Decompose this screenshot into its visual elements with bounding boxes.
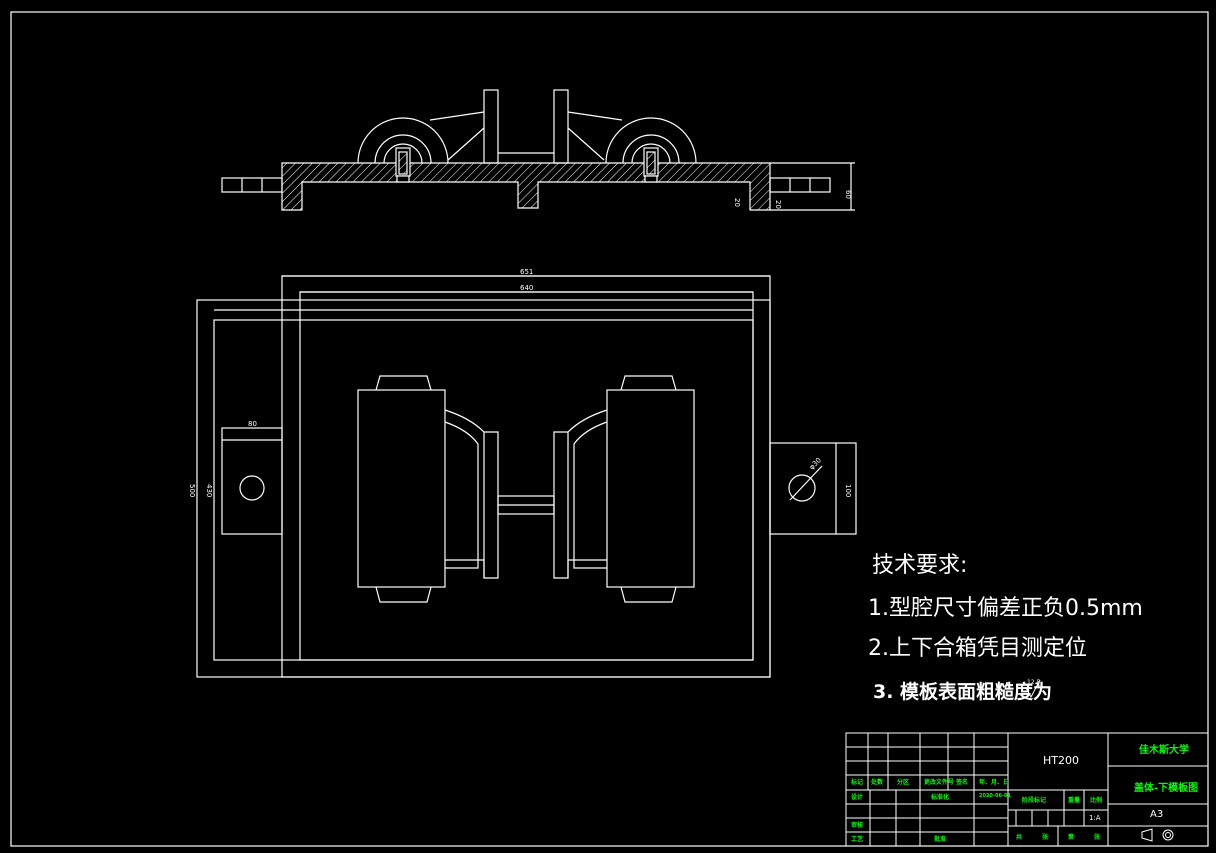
technical-requirement-3: 3. 模板表面粗糙度为	[873, 681, 1053, 703]
section-left-lug	[221, 177, 283, 193]
dim-section-step-a: 20	[733, 198, 741, 207]
dim-width-outer: 651	[520, 268, 533, 276]
section-sprue-left	[483, 89, 499, 164]
label-review: 审核	[851, 822, 864, 829]
label-process: 工艺	[851, 836, 864, 843]
dim-section-height: 60	[844, 190, 852, 199]
dim-height-inner: 430	[205, 484, 213, 497]
label-weight: 重量	[1068, 797, 1081, 804]
scale-value: 1:A	[1089, 814, 1101, 822]
label-standardize: 标准化	[931, 794, 950, 801]
dim-hole-dia: φ30	[808, 456, 823, 471]
plan-frame-plate	[281, 275, 771, 678]
label-count: 处数	[871, 779, 884, 786]
section-sprue-right	[553, 89, 569, 164]
technical-requirements-title: 技术要求:	[872, 553, 968, 578]
roughness-value: 12.5	[1027, 679, 1041, 686]
school-name: 佳木斯大学	[1139, 745, 1189, 756]
label-ratio: 比例	[1090, 797, 1103, 804]
dim-lug-height: 100	[844, 484, 852, 497]
technical-requirement-2: 2.上下合箱凭目测定位	[868, 636, 1087, 661]
drawing-name: 盖体-下模板图	[1134, 783, 1199, 794]
technical-requirement-1: 1.型腔尺寸偏差正负0.5mm	[868, 596, 1143, 621]
material-label: HT200	[1043, 754, 1079, 767]
dim-height-outer: 500	[188, 484, 196, 497]
dim-lug-width: 80	[248, 420, 257, 428]
roughness-symbol	[1025, 679, 1041, 699]
plan-right-pattern	[606, 389, 695, 588]
label-of: 第	[1068, 834, 1075, 841]
plan-left-hole	[239, 475, 265, 501]
label-stage-mark: 阶段标记	[1022, 797, 1047, 804]
dim-section-step-b: 20	[774, 200, 782, 209]
sheet-size: A3	[1150, 809, 1164, 820]
label-sheet: 张	[1042, 834, 1049, 841]
label-signature: 签名	[956, 779, 969, 786]
title-block	[845, 732, 1209, 847]
section-left-pattern	[357, 117, 449, 164]
section-right-pattern	[605, 117, 697, 164]
drawing-frame	[10, 11, 1209, 847]
label-design: 设计	[851, 794, 864, 801]
section-plate	[281, 162, 771, 211]
section-right-lug	[769, 177, 831, 193]
section-view	[221, 89, 855, 211]
label-approve: 批准	[934, 836, 947, 843]
plan-view	[196, 275, 857, 678]
label-change-doc: 更改文件号	[924, 779, 955, 786]
label-date: 年、月、日	[979, 779, 1010, 786]
plan-right-lug	[769, 442, 857, 535]
dim-width-inner: 640	[520, 284, 533, 292]
label-sheet-2: 张	[1094, 834, 1101, 841]
label-sheets: 共	[1016, 834, 1023, 841]
label-date-code: 2020-06-01	[979, 793, 1011, 799]
label-mark: 标记	[851, 779, 864, 786]
plan-left-lug	[221, 427, 283, 535]
plan-left-pattern	[357, 389, 446, 588]
label-zone: 分区	[897, 779, 910, 786]
plan-right-hole	[788, 474, 816, 502]
